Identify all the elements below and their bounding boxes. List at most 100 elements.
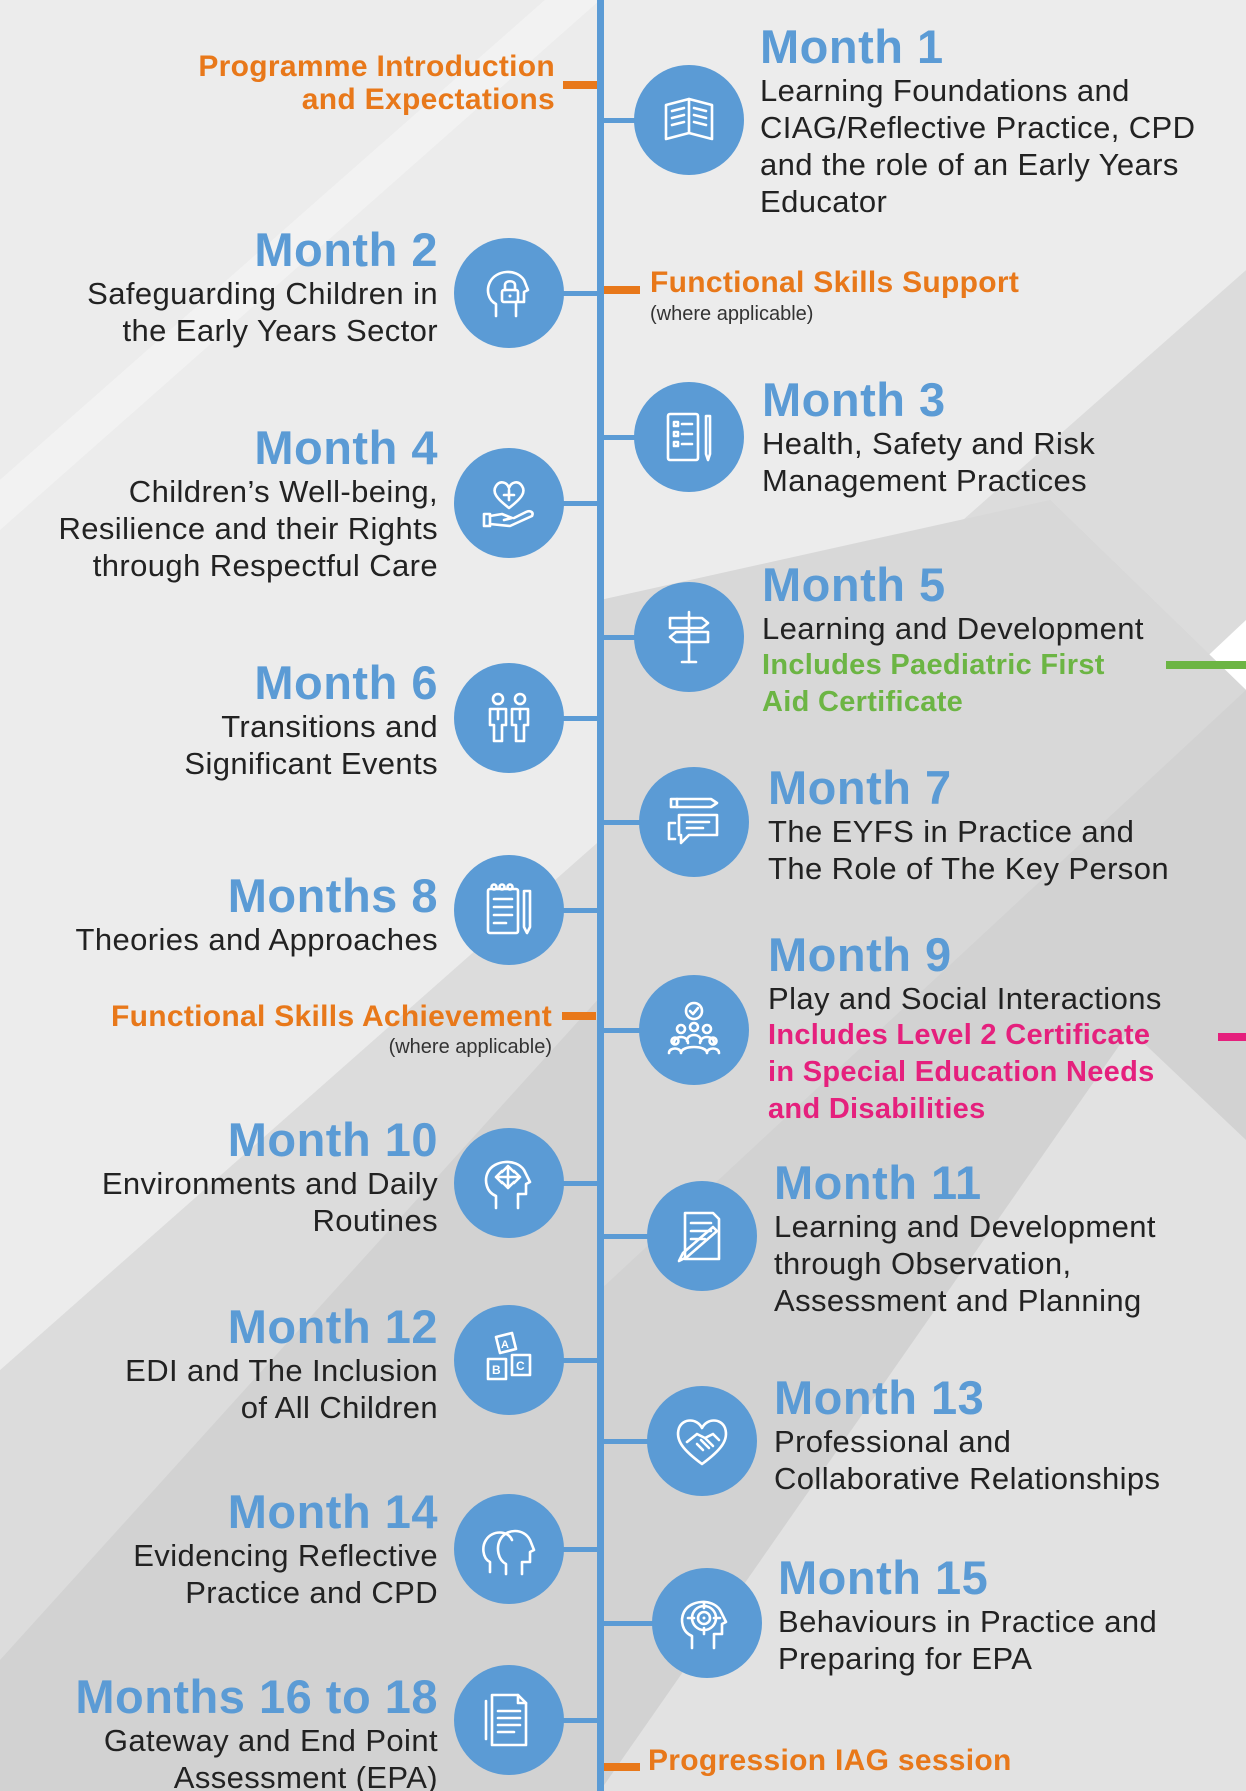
month-description-line: Preparing for EPA	[778, 1641, 1033, 1676]
month-description-line: Educator	[760, 184, 888, 219]
month-description-line: Gateway and End Point	[103, 1723, 438, 1758]
month-icon-circle	[454, 1494, 564, 1604]
month-description-line: Play and Social Interactions	[768, 981, 1162, 1016]
month-description-line: The EYFS in Practice and	[768, 814, 1135, 849]
month-description-line: Learning and Development	[762, 611, 1144, 646]
document-pen-icon	[677, 1211, 721, 1263]
milestone-functional-skills-support: Functional Skills Support	[650, 266, 1020, 299]
month-description-line: Theories and Approaches	[75, 922, 438, 957]
notepad-pencil-icon	[486, 883, 532, 935]
open-book-icon	[664, 97, 714, 141]
document-lines-icon	[484, 1693, 528, 1747]
svg-text:A: A	[501, 1339, 509, 1351]
month-description-line: through Respectful Care	[92, 548, 438, 583]
month-description-line: and the role of an Early Years	[760, 147, 1179, 182]
hand-heart-icon	[482, 481, 534, 528]
head-padlock-icon	[486, 270, 530, 318]
month-icon-circle	[454, 448, 564, 558]
includes-note-dash	[1218, 1033, 1246, 1041]
month-description-line: of All Children	[240, 1390, 438, 1425]
month-title: Month 7	[768, 761, 952, 814]
month-title: Month 13	[774, 1371, 985, 1424]
month-description-line: Environments and Daily	[101, 1166, 438, 1201]
month-title: Month 9	[768, 928, 952, 981]
month-title: Month 10	[227, 1113, 438, 1166]
month-description-line: Management Practices	[762, 463, 1088, 498]
month-description-line: Learning Foundations and	[760, 73, 1130, 108]
abc-blocks-icon: AB C	[486, 1331, 532, 1381]
milestone-dash	[562, 1012, 596, 1020]
heart-handshake-icon	[676, 1419, 728, 1466]
month-icon-circle	[639, 767, 749, 877]
month-includes-note: in Special Education Needs	[768, 1056, 1155, 1088]
head-target-icon	[680, 1600, 728, 1650]
milestone-achievement-subtext: (where applicable)	[388, 1036, 552, 1058]
month-description-line: Safeguarding Children in	[87, 276, 438, 311]
month-description-line: Behaviours in Practice and	[778, 1604, 1158, 1639]
milestone-dash	[604, 1763, 640, 1771]
month-description-line: Learning and Development	[774, 1209, 1156, 1244]
month-description-line: through Observation,	[774, 1246, 1072, 1281]
month-description-line: Assessment (EPA)	[173, 1760, 438, 1791]
month-icon-circle	[647, 1181, 757, 1291]
month-title: Month 6	[254, 656, 438, 709]
month-icon-circle	[652, 1568, 762, 1678]
month-description-line: The Role of The Key Person	[768, 851, 1169, 886]
month-title: Month 15	[778, 1551, 989, 1604]
milestone-dash	[604, 286, 640, 294]
svg-text:B: B	[492, 1363, 501, 1377]
milestone-functional-skills-achievement: Functional Skills Achievement	[110, 1000, 552, 1033]
month-icon-circle	[639, 975, 749, 1085]
month-icon-circle	[647, 1386, 757, 1496]
milestone-support-subtext: (where applicable)	[650, 303, 814, 325]
month-description-line: Routines	[312, 1203, 438, 1238]
milestone-progression-iag: Progression IAG session	[648, 1744, 1012, 1777]
month-title: Months 8	[227, 869, 438, 922]
month-includes-note: Aid Certificate	[762, 686, 964, 718]
month-icon-circle	[454, 238, 564, 348]
month-description-line: EDI and The Inclusion	[125, 1353, 438, 1388]
month-includes-note: Includes Level 2 Certificate	[768, 1019, 1151, 1051]
month-title: Month 2	[254, 223, 438, 276]
month-description-line: Significant Events	[184, 746, 438, 781]
month-title: Months 16 to 18	[75, 1670, 438, 1723]
month-description-line: Children’s Well-being,	[128, 474, 438, 509]
svg-text:C: C	[516, 1359, 525, 1373]
pencil-chat-icon	[667, 797, 719, 845]
month-icon-circle	[454, 1665, 564, 1775]
month-title: Month 4	[254, 421, 438, 474]
month-icon-circle	[454, 855, 564, 965]
month-includes-note: and Disabilities	[768, 1093, 986, 1125]
month-description-line: CIAG/Reflective Practice, CPD	[760, 110, 1196, 145]
month-icon-circle	[454, 1128, 564, 1238]
month-title: Month 12	[227, 1300, 438, 1353]
month-description-line: Resilience and their Rights	[58, 511, 438, 546]
month-icon-circle	[634, 582, 744, 692]
includes-note-dash	[1166, 661, 1246, 669]
month-title: Month 5	[762, 558, 946, 611]
month-title: Month 11	[774, 1156, 982, 1209]
month-icon-circle	[454, 663, 564, 773]
month-description-line: Assessment and Planning	[774, 1283, 1142, 1318]
milestone-programme-intro: Programme Introduction and Expectations	[198, 50, 555, 116]
month-title: Month 3	[762, 373, 946, 426]
